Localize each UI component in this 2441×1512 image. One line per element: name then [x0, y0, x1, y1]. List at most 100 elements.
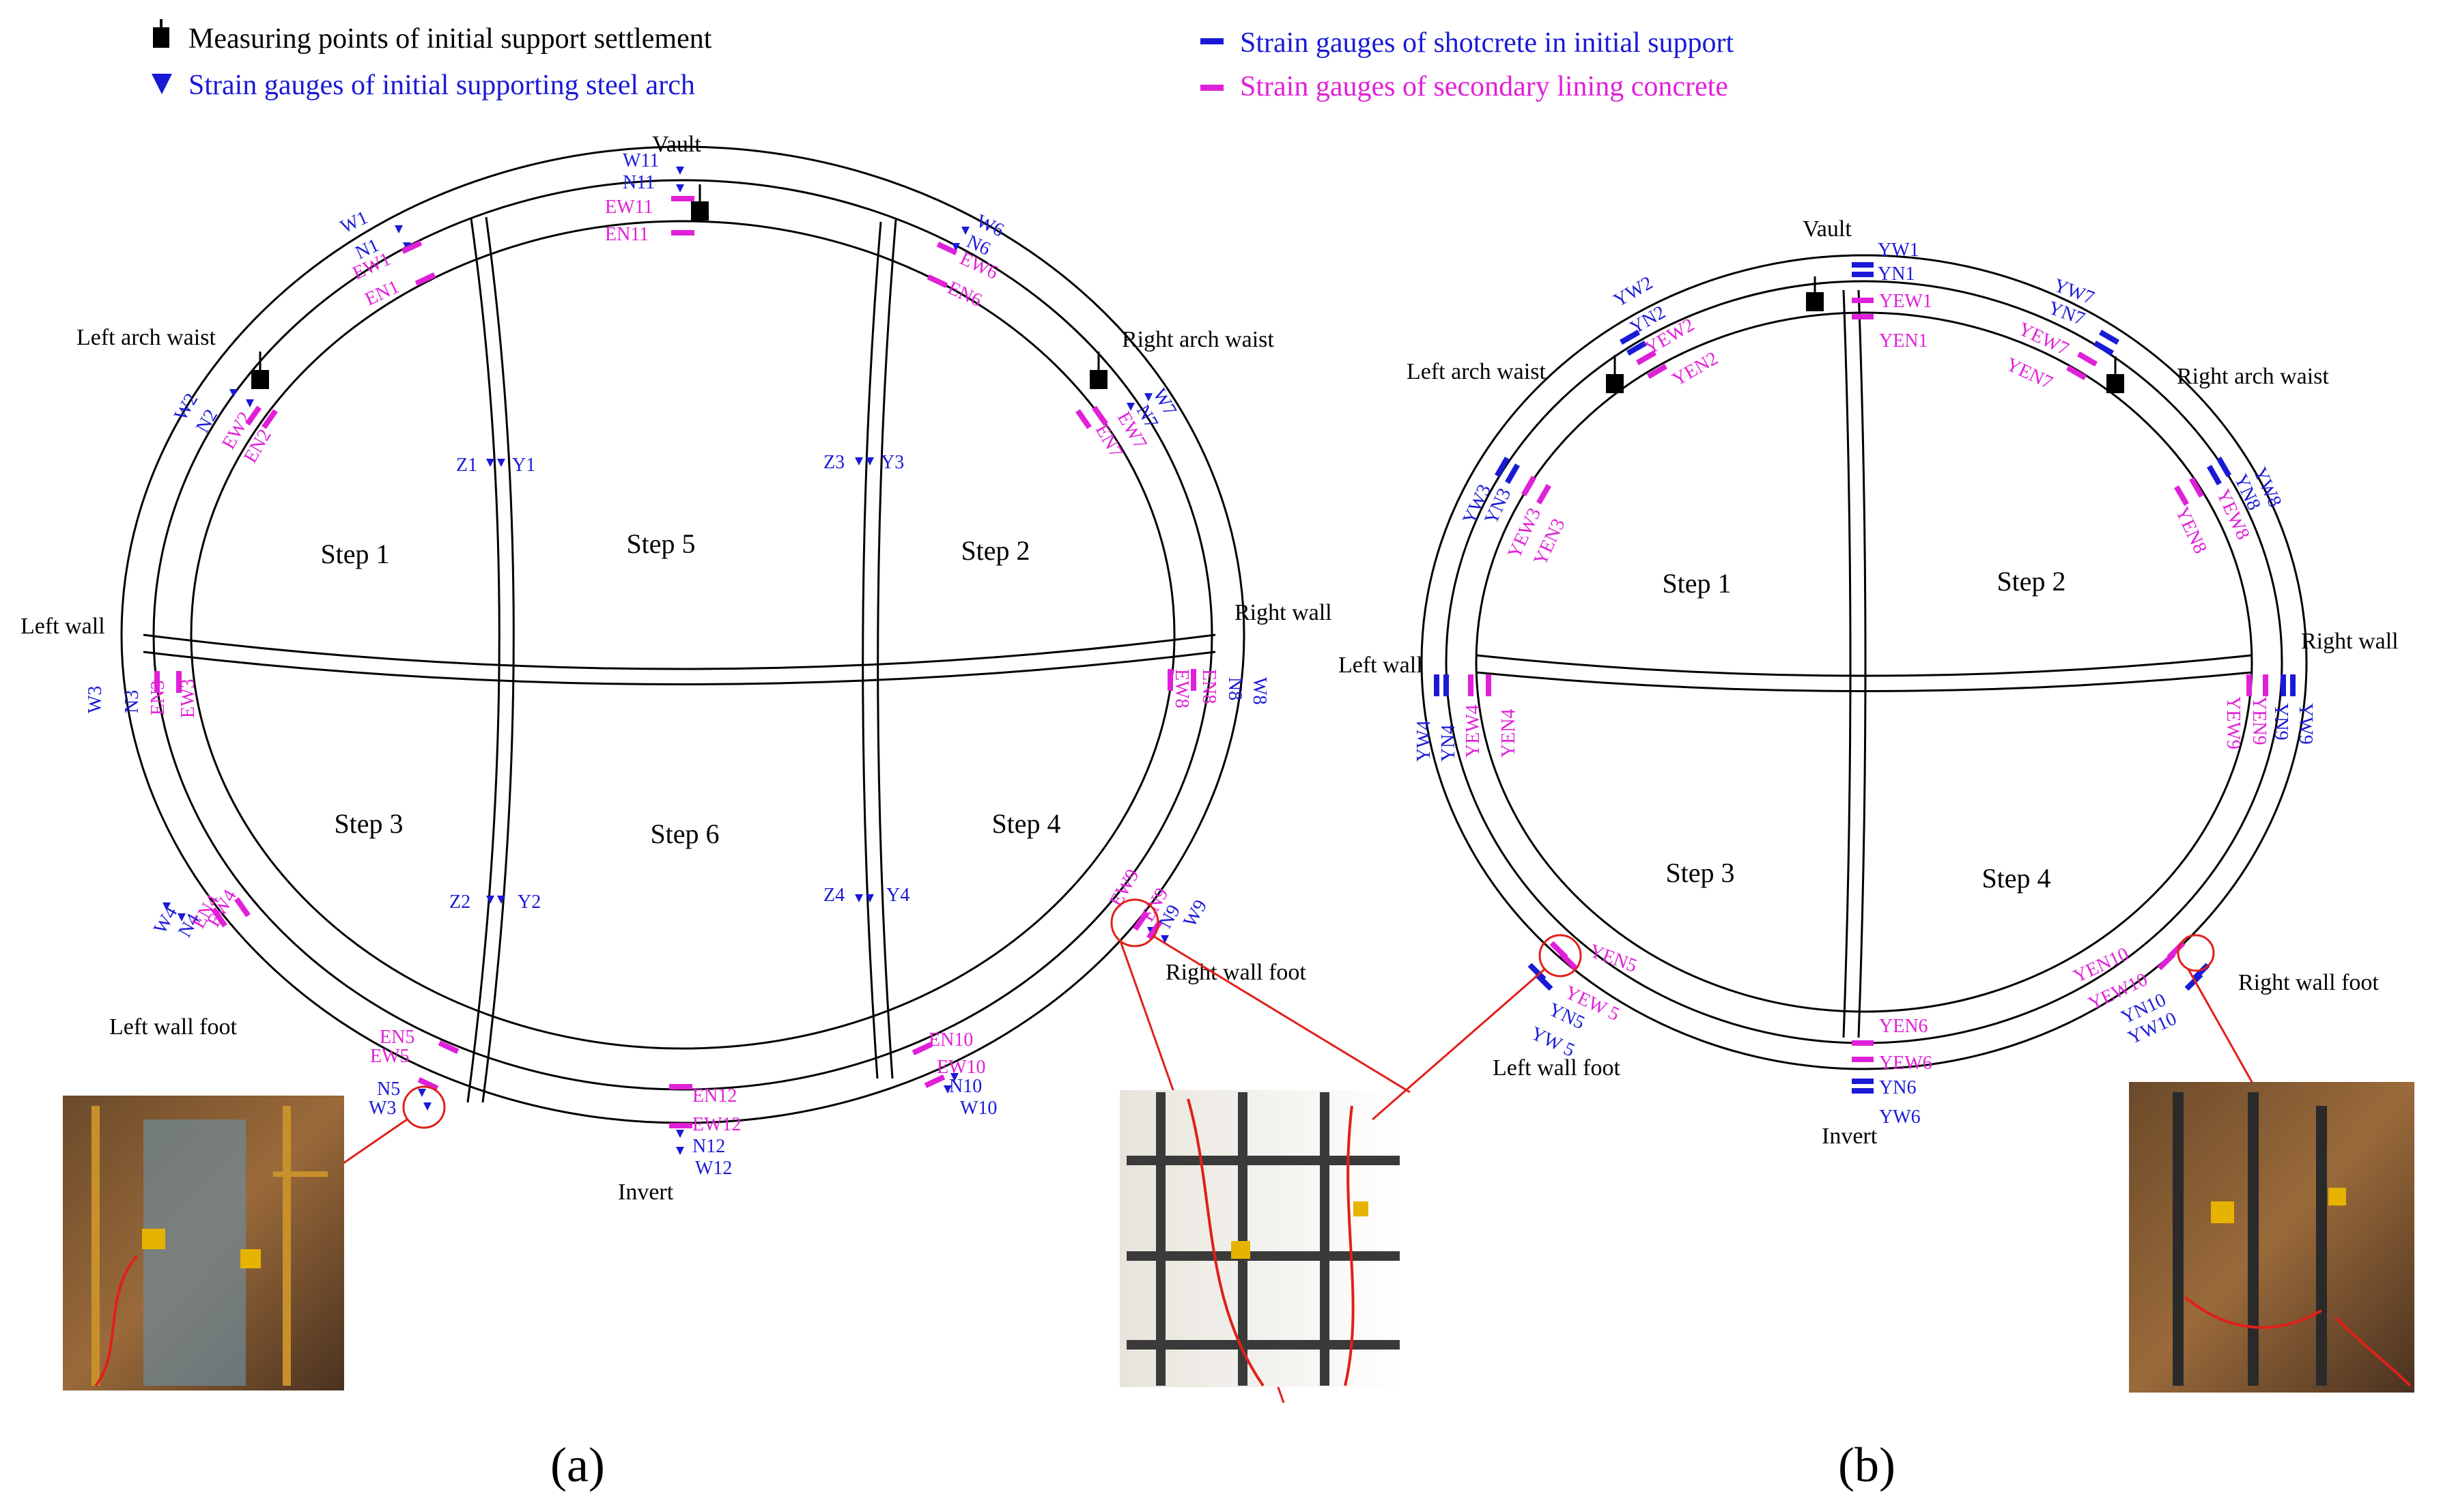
gauge-label-N10: N10 — [949, 1076, 982, 1097]
legend-steel-arch-text: Strain gauges of initial supporting stee… — [188, 70, 695, 101]
gauge-label-YEN1: YEN1 — [1879, 330, 1928, 352]
step-divisions-b — [1476, 289, 2253, 1038]
step-5-label-a: Step 5 — [626, 528, 695, 559]
gauge-label-YEN8: YEN8 — [2171, 504, 2211, 557]
gauge-label-YEN7: YEN7 — [2003, 354, 2056, 393]
gauge-label-YEW6: YEW6 — [1879, 1053, 1932, 1074]
step-divisions-a — [143, 216, 1216, 1103]
settlement-point-left-waist-a — [251, 370, 269, 389]
left-wall-label-b: Left wall — [1338, 653, 1423, 678]
settlement-points-b — [1606, 276, 2124, 393]
gauge-label-EN12: EN12 — [692, 1085, 737, 1107]
gauge-label-EN1: EN1 — [362, 276, 403, 311]
gauge-label-YEW7: YEW7 — [2015, 318, 2072, 360]
panel-a-label: (a) — [550, 1438, 605, 1492]
gauge-label-YEW9: YEW9 — [2223, 696, 2244, 750]
right-arch-waist-label-b: Right arch waist — [2177, 364, 2329, 389]
vault-label-b: Vault — [1803, 216, 1852, 242]
photo-left-wall-foot-a — [63, 1096, 344, 1390]
legend-lining-item: Strain gauges of secondary lining concre… — [1200, 71, 1728, 102]
gauge-label-EW10: EW10 — [937, 1057, 986, 1078]
gauge-label-N12: N12 — [692, 1136, 725, 1157]
gauge-label-N3: N3 — [122, 690, 143, 713]
step-6-label-a: Step 6 — [650, 818, 719, 849]
left-arch-waist-label-a: Left arch waist — [76, 325, 216, 350]
outer-ring-a — [120, 145, 1245, 1124]
right-wall-label-a: Right wall — [1234, 600, 1332, 625]
shotcrete-gauges-b — [1434, 262, 2296, 1094]
gauge-label-YEN4: YEN4 — [1498, 709, 1519, 758]
gauge-label-YW4: YW4 — [1413, 720, 1435, 762]
lining-gauges-a — [154, 196, 1196, 1128]
legend: Measuring points of initial support sett… — [152, 19, 1734, 102]
legend-shotcrete-item: Strain gauges of shotcrete in initial su… — [1200, 27, 1734, 59]
gauge-label-YEN9: YEN9 — [2248, 696, 2270, 745]
gauge-label-Y2: Y2 — [518, 891, 541, 913]
gauge-label-YEN6: YEN6 — [1879, 1016, 1928, 1037]
lining-ring-b — [1475, 311, 2253, 1013]
gauge-label-YN6: YN6 — [1879, 1077, 1916, 1098]
gauge-label-EW11: EW11 — [605, 197, 653, 218]
settlement-point-vault-b — [1806, 292, 1824, 311]
legend-lining-text: Strain gauges of secondary lining concre… — [1240, 71, 1728, 102]
gauge-label-EN3: EN3 — [147, 681, 169, 715]
outer-ring-b — [1420, 254, 2308, 1070]
gauge-label-W11: W11 — [623, 150, 659, 171]
legend-settlement-text: Measuring points of initial support sett… — [188, 23, 712, 55]
step-2-label-b: Step 2 — [1996, 566, 2065, 597]
step-3-label-a: Step 3 — [334, 808, 403, 839]
legend-shotcrete-text: Strain gauges of shotcrete in initial su… — [1240, 27, 1734, 59]
gauge-label-N5: N5 — [377, 1079, 400, 1100]
gauge-label-EN10: EN10 — [929, 1029, 973, 1051]
gauge-label-YW6: YW6 — [1879, 1107, 1921, 1128]
left-wall-label-a: Left wall — [20, 614, 105, 639]
steel-arch-gauge-icon — [152, 74, 172, 94]
step-4-label-a: Step 4 — [991, 808, 1060, 839]
gauge-label-Y4: Y4 — [886, 885, 909, 906]
initial-support-ring-b — [1445, 280, 2283, 1044]
legend-settlement-item: Measuring points of initial support sett… — [153, 19, 712, 55]
invert-label-b: Invert — [1822, 1124, 1878, 1149]
gauge-label-YN1: YN1 — [1878, 263, 1915, 285]
step-4-label-b: Step 4 — [1981, 863, 2050, 894]
gauge-label-W5: W3 — [369, 1098, 396, 1119]
vault-label-a: Vault — [652, 132, 701, 157]
gauge-label-EN6: EN6 — [944, 277, 985, 311]
left-arch-waist-label-b: Left arch waist — [1407, 359, 1546, 384]
panel-b: Step 1 Step 2 Step 3 Step 4 Vault Left a… — [1338, 216, 2414, 1492]
right-wall-label-b: Right wall — [2301, 629, 2399, 654]
gauge-label-YN4: YN4 — [1438, 725, 1459, 762]
step-1-label-a: Step 1 — [320, 539, 389, 569]
step-2-label-a: Step 2 — [961, 535, 1030, 566]
settlement-point-right-waist-a — [1090, 370, 1107, 389]
lining-ring-a — [190, 220, 1176, 1050]
right-wall-foot-label-a: Right wall foot — [1166, 960, 1306, 985]
gauge-label-W8: W8 — [1249, 677, 1270, 704]
gauge-label-W12: W12 — [695, 1158, 732, 1179]
gauge-label-EN5: EN5 — [380, 1027, 414, 1048]
gauge-label-YEW1: YEW1 — [1879, 291, 1932, 312]
gauge-label-EW9: EW9 — [1105, 866, 1144, 910]
settlement-point-vault-a — [691, 201, 709, 220]
steel-arch-gauges-a — [163, 167, 1169, 1155]
right-arch-waist-label-a: Right arch waist — [1122, 327, 1274, 352]
left-wall-foot-label-a: Left wall foot — [109, 1014, 237, 1040]
gauge-label-Z3: Z3 — [823, 452, 845, 473]
gauge-label-YN9: YN9 — [2270, 703, 2291, 740]
lining-gauges-b — [1468, 298, 2268, 1062]
shotcrete-gauge-icon — [1200, 38, 1224, 44]
gauge-label-N8: N8 — [1224, 677, 1245, 700]
panel-b-label: (b) — [1838, 1438, 1895, 1492]
photo-right-wall-foot-b — [2129, 1082, 2414, 1393]
tunnel-section-a — [120, 145, 1245, 1124]
gauge-label-EN8: EN8 — [1198, 669, 1219, 704]
tunnel-section-b — [1420, 254, 2308, 1070]
left-wall-foot-label-b: Left wall foot — [1493, 1055, 1620, 1081]
invert-label-a: Invert — [618, 1180, 674, 1205]
gauge-label-W10: W10 — [960, 1098, 997, 1119]
gauge-label-EW5: EW5 — [370, 1046, 410, 1067]
step-3-label-b: Step 3 — [1665, 857, 1734, 888]
gauge-label-YW1: YW1 — [1878, 240, 1919, 261]
gauge-label-W1: W1 — [337, 207, 371, 238]
